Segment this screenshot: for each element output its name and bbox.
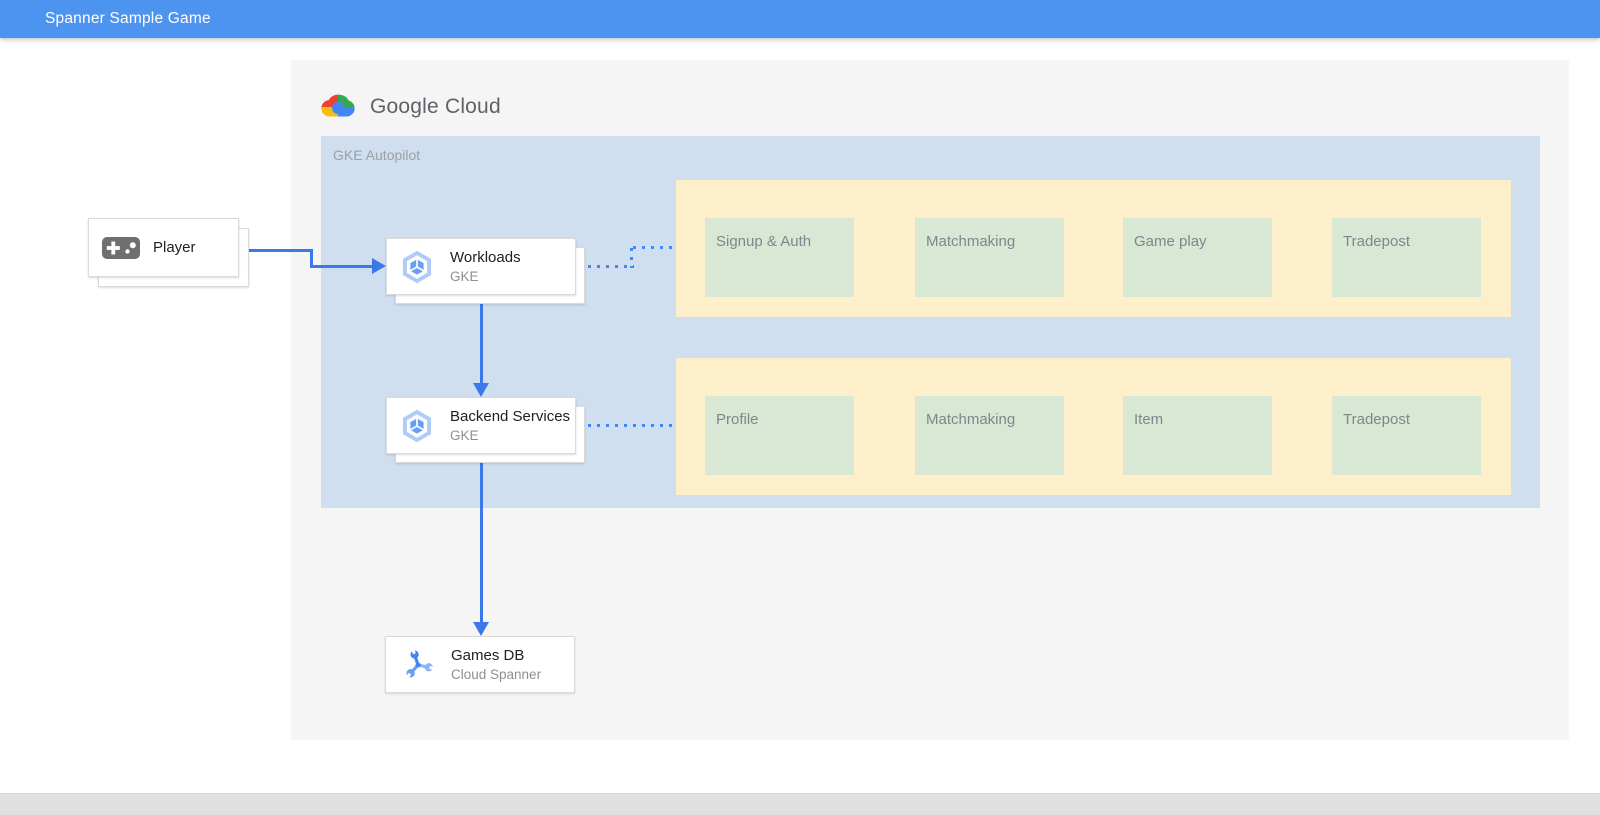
service-box: Tradepost: [1332, 396, 1481, 475]
dotted-workloads-to-group-seg3: [633, 246, 676, 249]
brand-name: Google Cloud: [370, 95, 501, 118]
service-box: Matchmaking: [915, 396, 1064, 475]
player-label: Player: [153, 238, 196, 256]
workload-group-backend: Profile Matchmaking Item Tradepost: [676, 358, 1511, 495]
player-card: Player: [88, 218, 239, 277]
backend-subtitle: GKE: [450, 427, 479, 443]
arrowhead-into-gamesdb: [473, 622, 489, 636]
cloud-spanner-icon: [401, 648, 435, 682]
gamesdb-title: Games DB: [451, 646, 525, 664]
google-cloud-brand: Google Cloud: [318, 90, 501, 124]
arrow-backend-to-gamesdb: [480, 454, 483, 622]
service-label: Matchmaking: [926, 233, 1016, 250]
arrow-player-to-workloads-seg2: [310, 249, 313, 268]
arrowhead-into-workloads: [372, 258, 386, 274]
dotted-backend-to-group: [579, 424, 676, 427]
service-label: Tradepost: [1343, 233, 1410, 250]
service-box: Tradepost: [1332, 218, 1481, 297]
google-cloud-icon: [321, 94, 355, 117]
gamepad-icon: [102, 236, 140, 259]
arrow-player-to-workloads-seg3: [310, 265, 372, 268]
service-label: Item: [1134, 411, 1164, 428]
service-label: Profile: [716, 411, 759, 428]
workloads-title: Workloads: [450, 248, 521, 266]
gke-hexagon-icon: [399, 249, 435, 285]
service-label: Matchmaking: [926, 411, 1016, 428]
gke-hexagon-icon: [399, 408, 435, 444]
page-title: Spanner Sample Game: [45, 10, 211, 27]
dotted-workloads-to-group-seg2: [630, 248, 633, 268]
app-header: Spanner Sample Game: [0, 0, 1600, 38]
workloads-card: Workloads GKE: [386, 238, 576, 295]
service-box: Matchmaking: [915, 218, 1064, 297]
backend-services-card: Backend Services GKE: [386, 397, 576, 454]
gamesdb-subtitle: Cloud Spanner: [451, 666, 542, 682]
backend-title: Backend Services: [450, 407, 571, 425]
service-label: Signup & Auth: [716, 233, 812, 250]
arrow-workloads-to-backend: [480, 295, 483, 383]
arrow-player-to-workloads-seg1: [239, 249, 311, 252]
service-label: Game play: [1134, 233, 1207, 250]
service-label: Tradepost: [1343, 411, 1410, 428]
service-box: Profile: [705, 396, 854, 475]
service-box: Item: [1123, 396, 1272, 475]
service-box: Signup & Auth: [705, 218, 854, 297]
gke-autopilot-label: GKE Autopilot: [333, 147, 421, 163]
arrowhead-into-backend: [473, 383, 489, 397]
workloads-subtitle: GKE: [450, 268, 479, 284]
games-db-card: Games DB Cloud Spanner: [385, 636, 575, 693]
bottom-scrollbar-track: [0, 793, 1600, 815]
workload-group-frontend: Signup & Auth Matchmaking Game play Trad…: [676, 180, 1511, 317]
dotted-workloads-to-group-seg1: [579, 265, 634, 268]
service-box: Game play: [1123, 218, 1272, 297]
